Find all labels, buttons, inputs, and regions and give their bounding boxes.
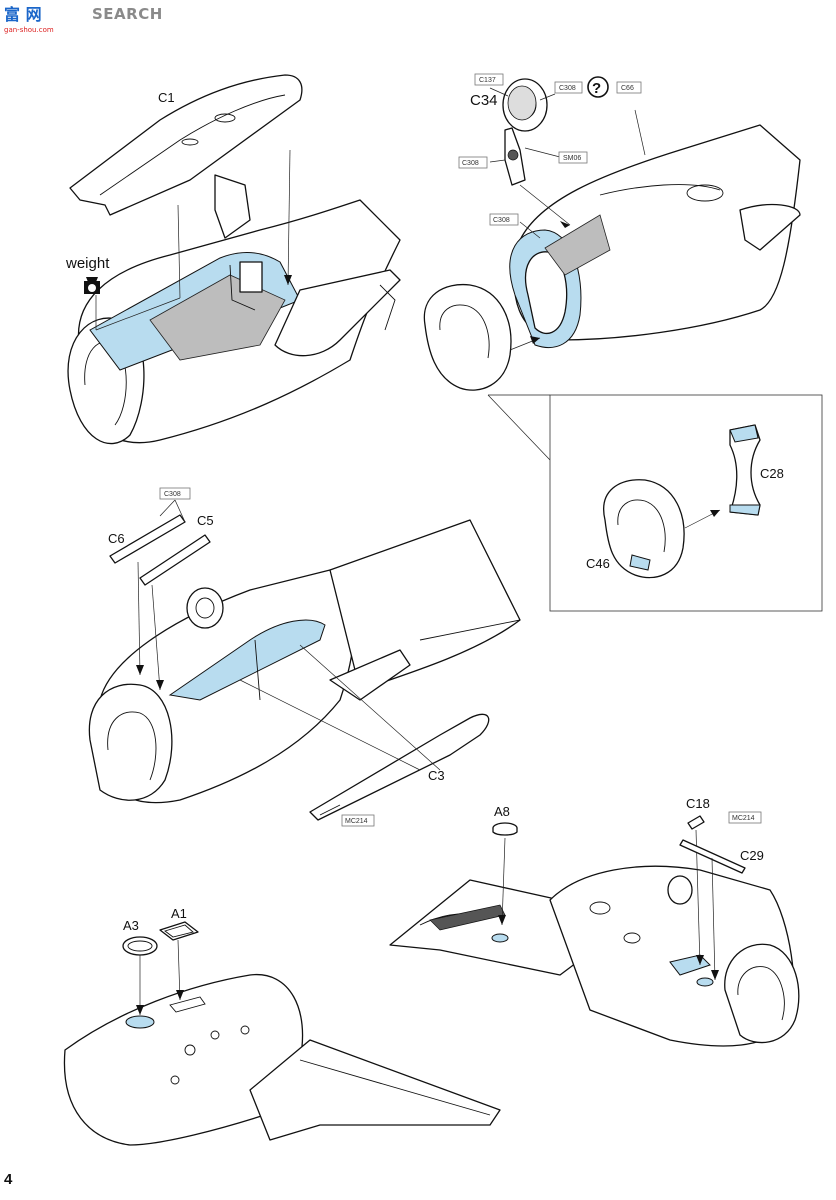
ref-sm06: SM06 [563, 155, 581, 162]
leader-c1-a [177, 204, 181, 299]
part-a1-plate [159, 921, 199, 941]
label-c18: C18 [686, 796, 710, 811]
detail-inset-frame [549, 394, 823, 612]
watermark-site-url: gan-shou.com [4, 26, 54, 34]
label-a1: A1 [171, 906, 187, 921]
canopy-glue-sill [168, 619, 326, 701]
label-weight: weight [65, 255, 110, 272]
weight-icon [84, 277, 100, 294]
watermark-site-cn: 富 网 [4, 5, 42, 24]
label-c28: C28 [760, 466, 784, 481]
part-c18-pin [687, 815, 705, 830]
label-c6: C6 [108, 531, 125, 546]
instrument-panel [239, 261, 263, 293]
tailplane-left [249, 1039, 501, 1141]
part-c3-gun-barrel [309, 713, 490, 821]
intake-lip-part [423, 283, 512, 391]
watermark-logo: 富 网 gan-shou.com SEARCH [4, 5, 163, 34]
ref-mc214-a: MC214 [345, 818, 368, 825]
ref-box-c137 [474, 73, 504, 86]
step-canopy-rail-assembly: C308 MC214 C6 C5 C3 [88, 487, 521, 827]
label-c46: C46 [586, 556, 610, 571]
ref-c137: C137 [479, 77, 496, 84]
label-a3: A3 [123, 918, 139, 933]
label-c3: C3 [428, 768, 445, 783]
cockpit-bulkhead [214, 174, 251, 239]
ref-c308-c: C308 [493, 217, 510, 224]
cockpit-floor [149, 274, 286, 361]
label-c29: C29 [740, 848, 764, 863]
ref-c66: C66 [621, 85, 634, 92]
part-c34-nose-gear [502, 78, 548, 186]
page-number: 4 [4, 1171, 13, 1188]
label-a8: A8 [494, 804, 510, 819]
wing-underside-right [389, 879, 581, 976]
watermark-site-en: SEARCH [92, 5, 163, 23]
ref-c308-d: C308 [164, 491, 181, 498]
svg-text:?: ? [592, 80, 601, 97]
glue-spot-a8 [491, 933, 509, 943]
ref-c308-b: C308 [462, 160, 479, 167]
label-c5: C5 [197, 513, 214, 528]
ref-c308-a: C308 [559, 85, 576, 92]
nose-wheel [186, 587, 224, 629]
detail-inset-intake: C28 C46 [487, 394, 823, 612]
part-c5-rail [139, 534, 211, 586]
step-rear-fuselage-assembly: A3 A1 [63, 906, 501, 1146]
label-c34: C34 [470, 92, 498, 109]
leader-c1-b [287, 149, 291, 286]
step-gear-leg-assembly: MC214 A8 C18 C29 [389, 796, 800, 1047]
part-c46-intake-ring [603, 479, 685, 579]
step-cockpit-assembly: C1 weight [65, 74, 401, 445]
wing-root [274, 269, 401, 357]
label-c1: C1 [158, 90, 175, 105]
step-intake-assembly: C137 C308 ? C66 C308 SM06 C308 C34 [423, 73, 801, 391]
ref-mc214-b: MC214 [732, 815, 755, 822]
part-c29-rod [679, 839, 746, 874]
question-mark-circle-icon: ? [587, 76, 609, 98]
glue-spot-a3 [125, 1015, 155, 1029]
